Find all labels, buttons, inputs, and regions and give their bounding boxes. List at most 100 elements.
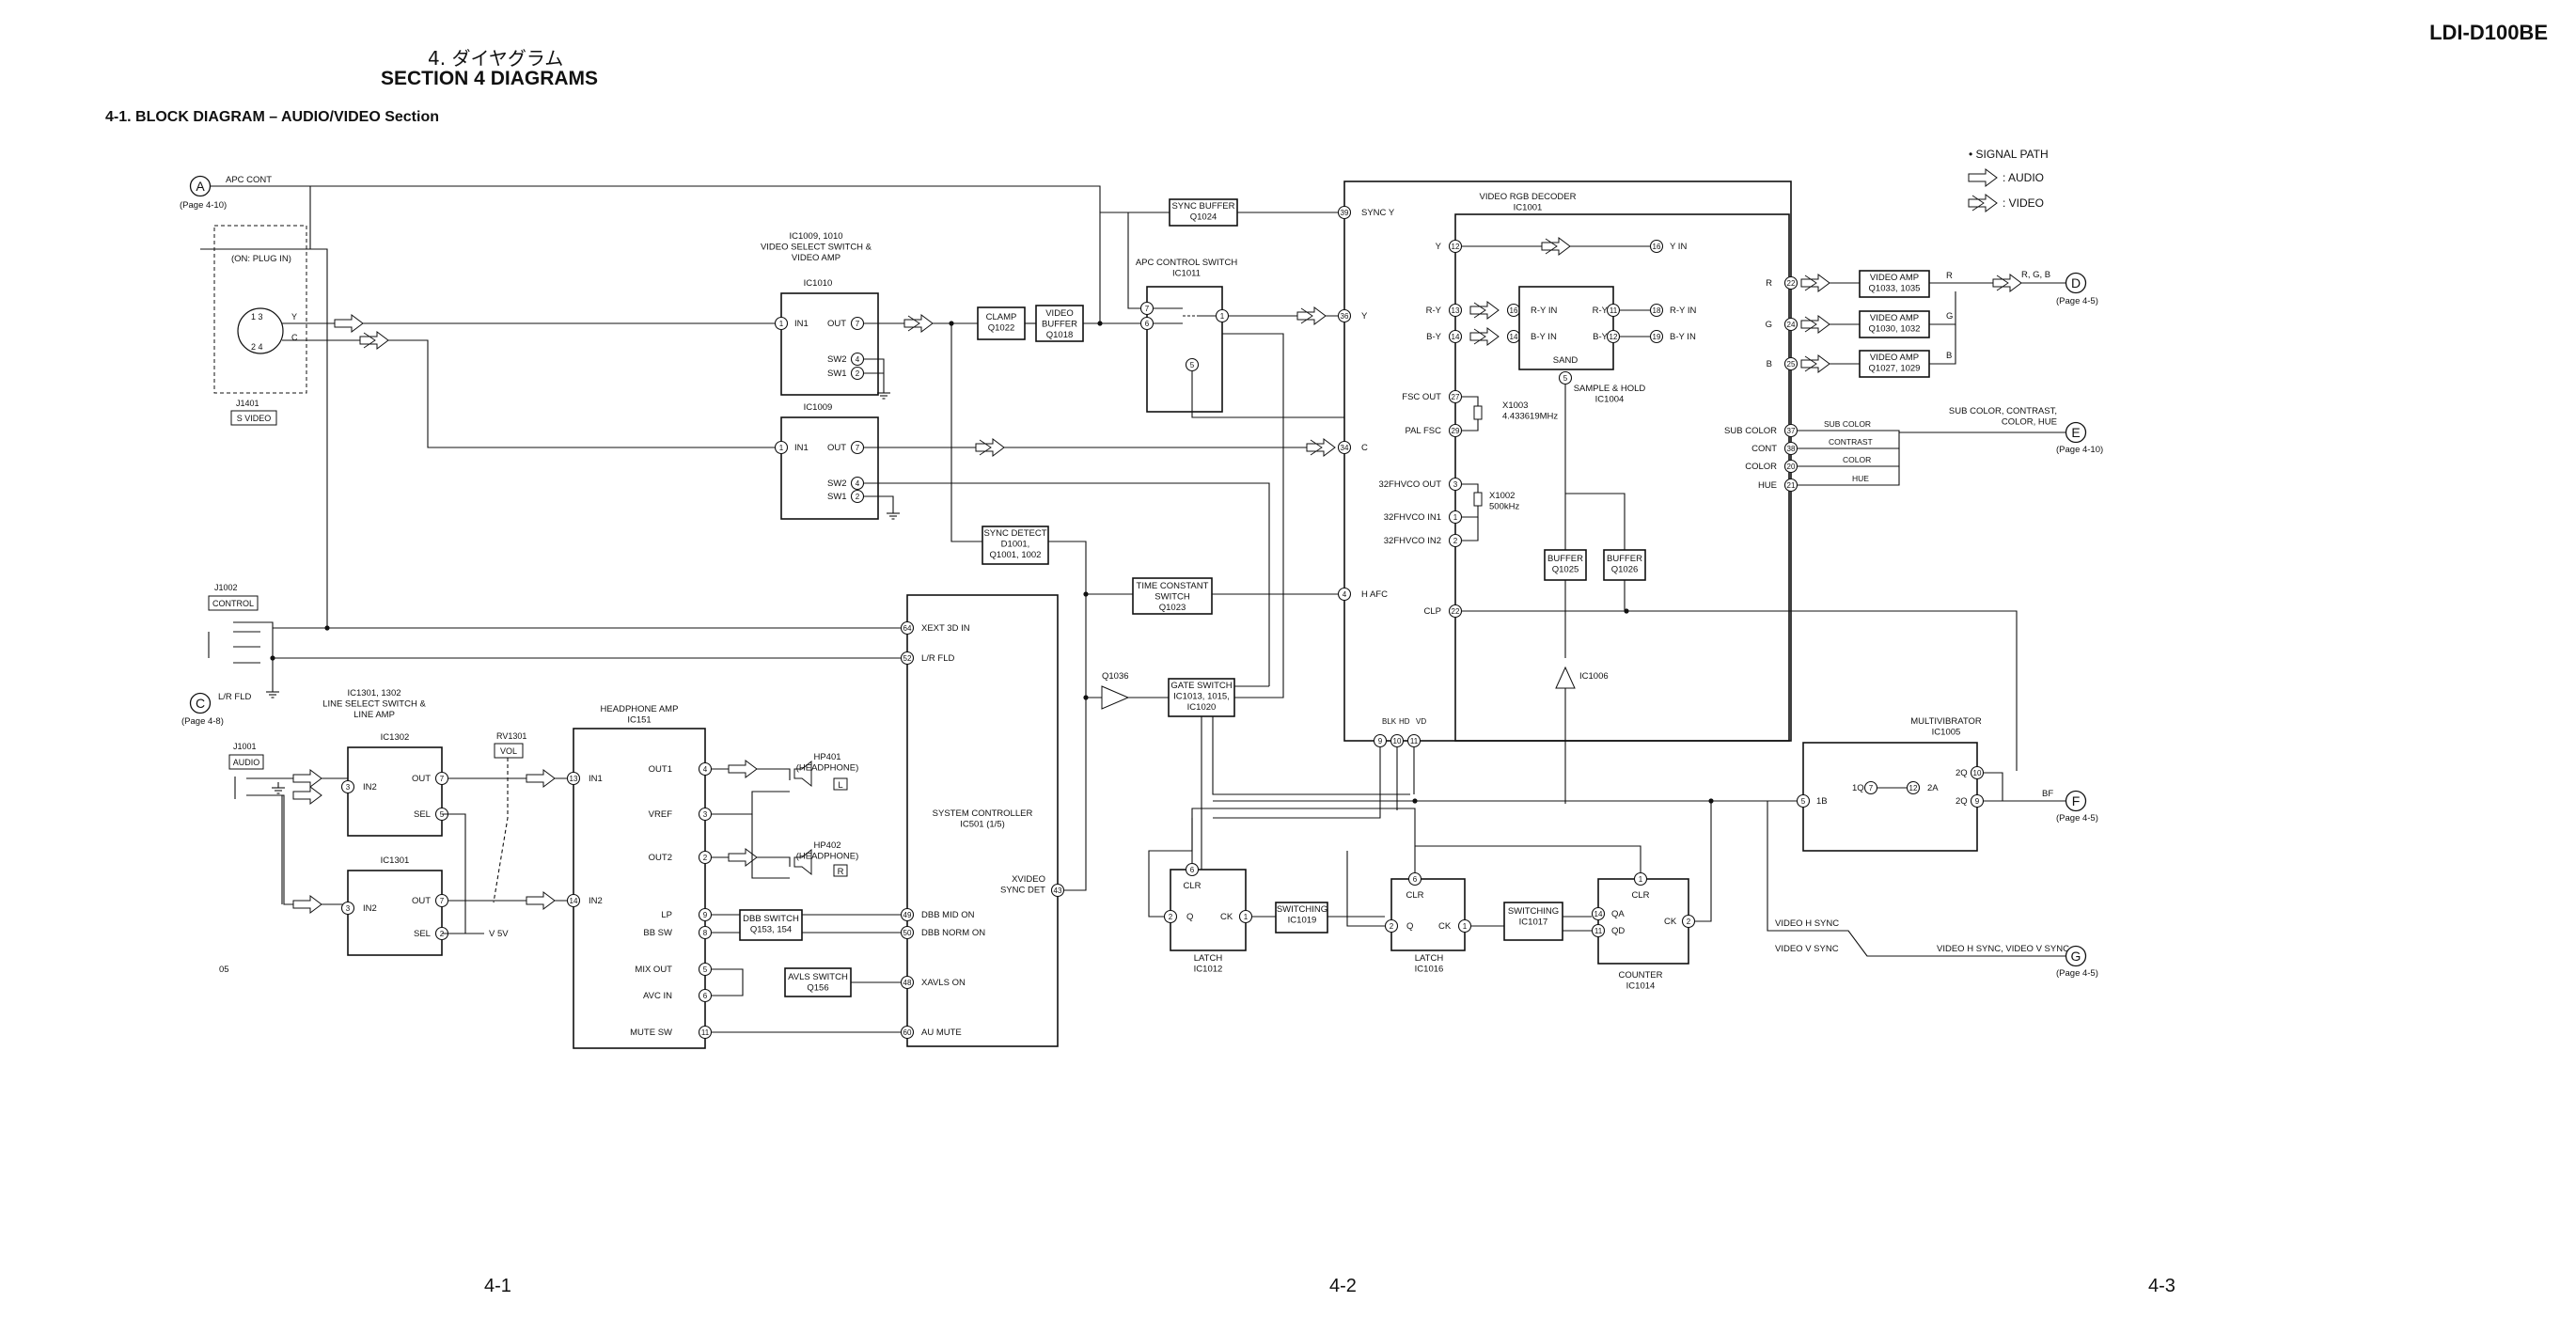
sh-ry-in: R-Y IN — [1531, 306, 1557, 316]
plug-switch-line — [200, 186, 311, 250]
y-arrow — [1296, 306, 1327, 325]
pin-number: 60 — [903, 1028, 912, 1037]
pin — [566, 771, 581, 786]
w — [864, 495, 894, 508]
line-select-title: IC1301, 1302 — [347, 688, 401, 698]
pin-number: 16 — [1653, 243, 1661, 251]
pin — [1390, 733, 1405, 748]
pin-number: 5 — [1801, 797, 1806, 806]
hp402-r-box — [833, 864, 848, 877]
blk-label: BLK — [1382, 717, 1397, 726]
pin-number: 2 — [856, 493, 860, 501]
ctr-clr: CLR — [1631, 890, 1649, 901]
legend-audio-arrow — [1968, 168, 1998, 187]
pin-number: 7 — [1145, 305, 1150, 313]
pin — [1906, 780, 1921, 795]
vco-in2: 32FHVCO IN2 — [1384, 536, 1441, 546]
pin-number: 7 — [856, 320, 860, 328]
sync-detect-out — [1048, 541, 1087, 891]
connector-g-page: (Page 4-5) — [2056, 968, 2098, 979]
pin-number: 52 — [903, 654, 912, 663]
pin-number: 36 — [1341, 312, 1349, 321]
hp401-label: (HEADPHONE) — [796, 763, 859, 774]
rv1301-wiper — [493, 758, 509, 903]
connector-d-letter: D — [2071, 275, 2081, 290]
ic1010-title: IC1009, 1010 — [789, 231, 842, 242]
apc-title: IC1011 — [1172, 269, 1201, 279]
avls-switch-block — [784, 967, 852, 997]
pin-number: 24 — [1787, 321, 1796, 329]
l1016-ck: CK — [1438, 921, 1452, 932]
vref-line — [712, 791, 790, 815]
pin — [434, 771, 449, 786]
pin-number: 1 — [1244, 913, 1249, 921]
avls-switch-label: AVLS SWITCH — [788, 972, 848, 982]
e-sub: SUB COLOR — [1824, 419, 1871, 429]
pin — [1591, 923, 1606, 938]
w — [1346, 851, 1385, 927]
headphone-amp-block — [573, 728, 706, 1049]
pin-number: 4 — [856, 355, 860, 364]
dec-y-arrow — [1541, 237, 1571, 256]
out-b: B — [1767, 359, 1772, 369]
xext-label: XEXT 3D IN — [921, 623, 970, 634]
ic1009-in1: IN1 — [794, 443, 809, 453]
pin-number: 14 — [570, 897, 578, 905]
svideo-c-label: C — [291, 333, 298, 342]
pin-number: 2 — [1453, 537, 1458, 545]
ic1009-out-arrow — [975, 438, 1005, 457]
pin — [1448, 604, 1463, 619]
pin — [434, 893, 449, 908]
pin-number: 14 — [1510, 333, 1518, 341]
hafc-label: H AFC — [1361, 589, 1388, 600]
switching-1019-block — [1275, 902, 1328, 934]
pin-number: 5 — [1190, 361, 1195, 369]
l1012-ck: CK — [1220, 912, 1233, 922]
pin — [850, 316, 865, 331]
pin-number: 6 — [1413, 875, 1418, 884]
hp402-r: R — [838, 867, 844, 877]
connector-c-label: L/R FLD — [218, 692, 252, 702]
svideo-note: (ON: PLUG IN) — [231, 254, 291, 264]
buffer-1026-label: BUFFER — [1607, 554, 1642, 564]
headphone-402-icon — [793, 848, 812, 876]
ic1009-sw1: SW1 — [827, 492, 847, 502]
legend-video-arrow — [1968, 194, 1998, 212]
svideo-housing — [213, 225, 307, 394]
ic1010-block — [780, 292, 879, 396]
out-r: R — [1766, 278, 1772, 289]
gate-line-2 — [1212, 716, 1410, 795]
ic1009-sw2: SW2 — [827, 479, 847, 489]
pin — [1185, 357, 1200, 372]
pin-number: 5 — [1563, 374, 1568, 383]
vhsync-label: VIDEO H SYNC — [1775, 918, 1839, 929]
clp-label: CLP — [1424, 606, 1441, 617]
b-lab: B — [1946, 351, 1952, 361]
pin — [1448, 510, 1463, 525]
pin-number: 13 — [1452, 306, 1460, 315]
c-label: C — [1361, 443, 1368, 453]
dec-y-arrow-chevron — [1545, 238, 1558, 255]
headphone-401-icon — [793, 760, 812, 788]
page-number-4-2: 4-2 — [1329, 1276, 1357, 1296]
sync-buffer-label: SYNC BUFFER — [1171, 201, 1234, 212]
ic1009-out: OUT — [827, 443, 846, 453]
w — [1148, 818, 1193, 918]
pin-number: 10 — [1973, 769, 1982, 777]
japanese-title: 4. ダイヤグラム — [428, 47, 564, 70]
video-amp-g-label: Q1030, 1032 — [1869, 324, 1921, 335]
pin-number: 5 — [703, 965, 708, 974]
pin-number: 4 — [1343, 590, 1347, 599]
w — [1415, 845, 1641, 872]
pin — [1606, 329, 1621, 344]
w — [1695, 801, 1712, 922]
hp-bbsw: BB SW — [643, 928, 672, 938]
sync-detect-in — [950, 323, 982, 542]
connector-e-letter: E — [2071, 425, 2080, 440]
w — [1462, 396, 1479, 406]
pin-number: 2 — [1390, 922, 1394, 931]
pin-number: 11 — [1594, 927, 1603, 935]
ic1010-sw1: SW1 — [827, 369, 847, 379]
pin-number: 25 — [1787, 360, 1796, 369]
pin — [1337, 308, 1352, 323]
